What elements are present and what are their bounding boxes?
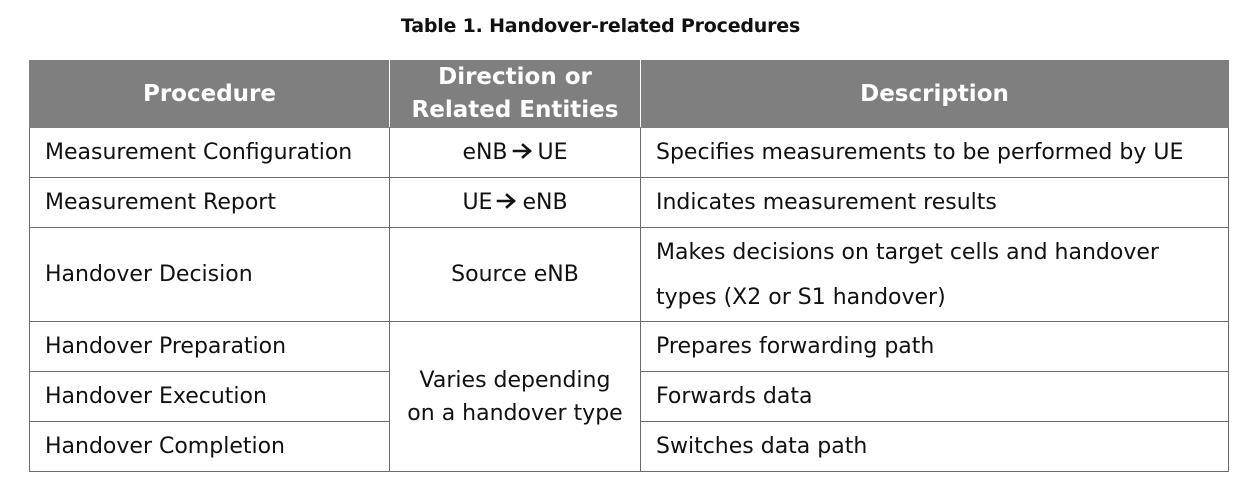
header-procedure: Procedure (29, 60, 390, 128)
direction-from: eNB (462, 139, 508, 165)
header-description: Description (640, 60, 1229, 128)
description-cell: Specifies measurements to be performed b… (640, 127, 1229, 178)
table-row: Handover Execution Forwards data (29, 371, 1229, 422)
merged-direction-line2: on a handover type (407, 400, 623, 426)
table-header-row: Procedure Direction or Related Entities … (29, 60, 1229, 128)
merged-direction-line1: Varies depending (419, 367, 611, 393)
merged-direction-cell: Varies depending on a handover type (389, 321, 641, 472)
right-arrow-icon (512, 142, 532, 159)
procedure-cell: Measurement Report (29, 177, 390, 228)
direction-from: UE (462, 189, 493, 215)
direction-to: eNB (522, 189, 568, 215)
procedure-cell: Handover Completion (29, 421, 390, 472)
header-direction-line1: Direction or (438, 64, 592, 90)
table-row: Measurement Configuration eNB UE Specifie… (29, 127, 1229, 178)
header-direction: Direction or Related Entities (389, 60, 641, 128)
procedure-cell: Measurement Configuration (29, 127, 390, 178)
table-row: Measurement Report UE eNB Indicates measu… (29, 177, 1229, 228)
header-direction-line2: Related Entities (411, 97, 619, 123)
table-caption: Table 1. Handover-related Procedures (400, 15, 801, 37)
description-cell: Prepares forwarding path (640, 321, 1229, 372)
description-cell: Indicates measurement results (640, 177, 1229, 228)
direction-to: UE (537, 139, 568, 165)
table-row: Handover Decision Source eNB Makes decis… (29, 227, 1229, 322)
direction-cell: UE eNB (389, 177, 641, 228)
procedure-cell: Handover Preparation (29, 321, 390, 372)
description-cell: Forwards data (640, 371, 1229, 422)
description-line1: Makes decisions on target cells and hand… (656, 239, 1159, 265)
description-cell: Switches data path (640, 421, 1229, 472)
procedure-cell: Handover Execution (29, 371, 390, 422)
description-line2: types (X2 or S1 handover) (656, 284, 946, 310)
right-arrow-icon (497, 192, 517, 209)
handover-procedures-table: Procedure Direction or Related Entities … (29, 60, 1229, 472)
table-row: Handover Preparation Varies depending on… (29, 321, 1229, 472)
table-row: Handover Completion Switches data path (29, 421, 1229, 472)
direction-cell: eNB UE (389, 127, 641, 178)
procedure-cell: Handover Decision (29, 227, 390, 322)
description-cell: Makes decisions on target cells and hand… (640, 227, 1229, 322)
direction-cell: Source eNB (389, 227, 641, 322)
